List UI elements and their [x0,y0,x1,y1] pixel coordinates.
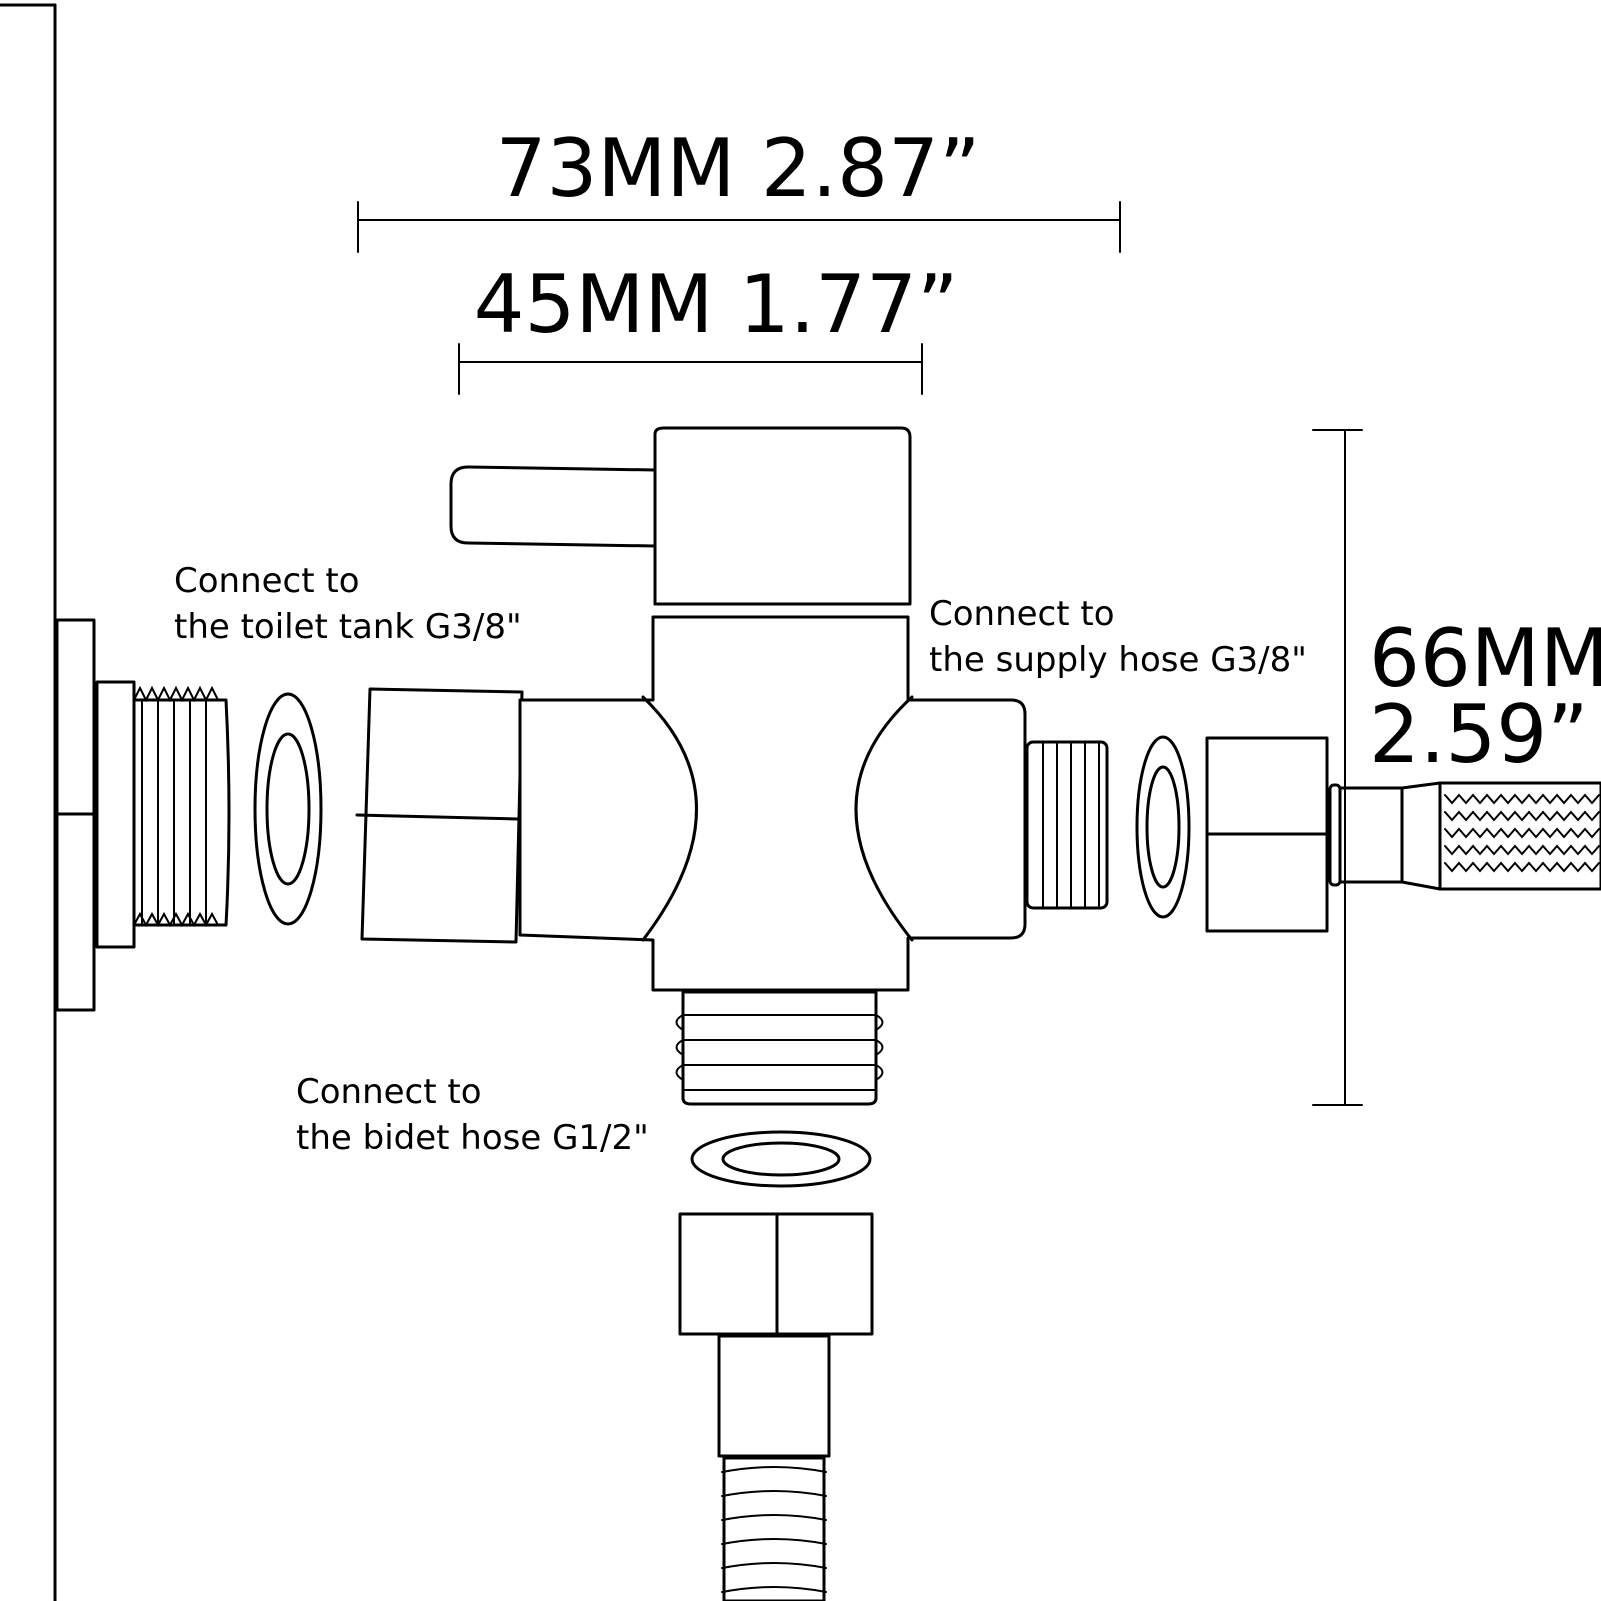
body-width-inch: 1.77” [739,258,959,351]
bottom-hex-nut [678,1212,874,1336]
overall-width-inch: 2.87” [761,122,981,215]
overall-width-mm: 73MM [496,122,736,215]
bottom-washer [690,1130,872,1188]
dimension-body-width: 45MM 1.77” [458,258,959,395]
right-threaded-nipple [1025,740,1109,910]
toilet-tank-wall [0,3,136,1601]
left-hex-nut [355,687,524,944]
callout-bidet-hose-line1: Connect to [296,1072,482,1112]
dimension-overall-width: 73MM 2.87” [357,122,1121,253]
body-width-label: 45MM 1.77” [474,258,959,351]
right-hex-nut [1205,736,1329,933]
body-width-mm: 45MM [474,258,714,351]
supply-hose [1328,781,1601,891]
callout-toilet-tank: Connect to the toilet tank G3/8" [174,561,522,647]
height-mm: 66MM [1369,612,1601,705]
right-washer [1135,735,1191,919]
callout-supply-hose-line2: the supply hose G3/8" [929,640,1307,680]
callout-bidet-hose: Connect to the bidet hose G1/2" [296,1072,649,1158]
dimension-height: 66MM 2.59” [1312,429,1601,1106]
height-inch: 2.59” [1369,688,1589,781]
callout-toilet-tank-line2: the toilet tank G3/8" [174,607,522,647]
tank-threaded-nipple [132,685,231,928]
left-washer [253,692,323,926]
bidet-hose [717,1334,831,1601]
bottom-threaded-nipple [675,990,884,1106]
callout-toilet-tank-line1: Connect to [174,561,360,601]
t-valve-body [449,426,1027,992]
callout-supply-hose-line1: Connect to [929,594,1115,634]
callout-supply-hose: Connect to the supply hose G3/8" [929,594,1307,680]
callout-bidet-hose-line2: the bidet hose G1/2" [296,1118,649,1158]
overall-width-label: 73MM 2.87” [496,122,981,215]
